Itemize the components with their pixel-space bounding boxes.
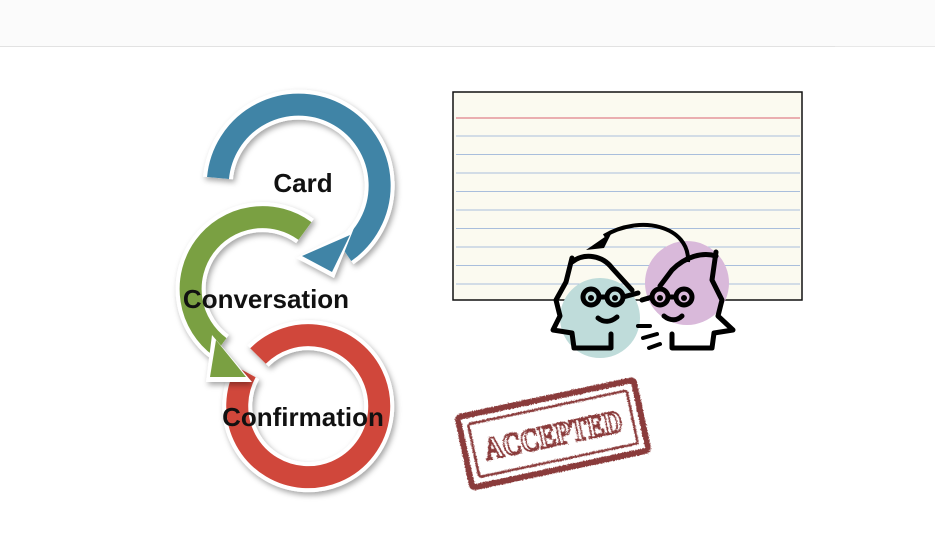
conversation-arc <box>175 202 314 382</box>
index-card <box>452 91 803 301</box>
two-people-conversation-icon <box>550 222 736 358</box>
title-divider <box>0 46 835 47</box>
card-conversation-confirmation-cycle: Card Conversation Confirmation <box>175 89 395 493</box>
card-arc <box>203 89 395 278</box>
step-label-card: Card <box>273 168 332 198</box>
title-area <box>0 0 935 47</box>
confirmation-arc <box>222 320 395 493</box>
step-label-confirmation: Confirmation <box>222 402 384 432</box>
step-label-conversation: Conversation <box>183 284 349 314</box>
ruled-lines <box>456 135 800 285</box>
accepted-stamp: ACCEPTED <box>455 377 651 491</box>
